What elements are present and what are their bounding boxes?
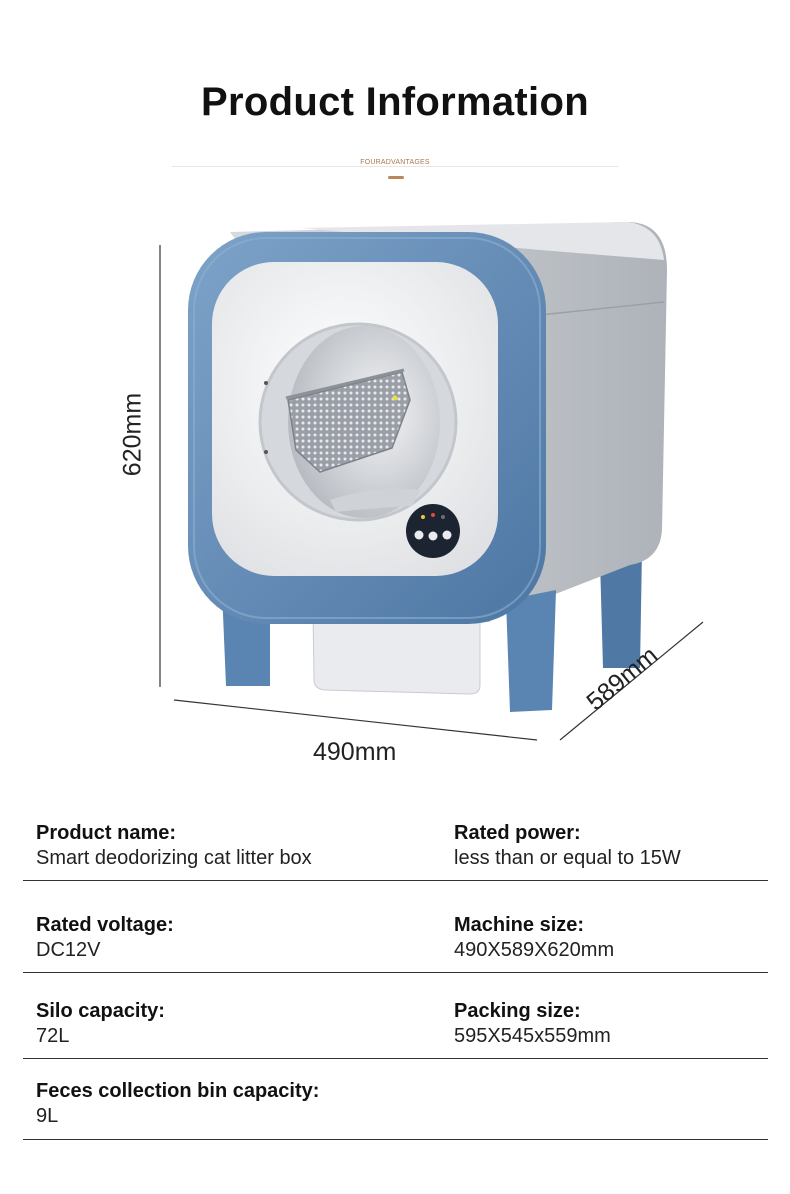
- spec-cell-product-name: Product name: Smart deodorizing cat litt…: [36, 821, 312, 871]
- control-button-2: [428, 531, 438, 541]
- waste-drawer: [312, 607, 481, 695]
- spec-value: less than or equal to 15W: [454, 847, 681, 869]
- spec-row: Feces collection bin capacity: 9L: [23, 1059, 768, 1140]
- spec-value: 72L: [36, 1025, 70, 1047]
- spec-cell-rated-voltage: Rated voltage: DC12V: [36, 913, 174, 963]
- spec-label: Rated voltage:: [36, 914, 174, 936]
- spec-cell-packing-size: Packing size: 595X545x559mm: [454, 999, 611, 1049]
- body-seam: [539, 301, 665, 316]
- control-button-1: [414, 530, 424, 540]
- spec-row: Product name: Smart deodorizing cat litt…: [23, 808, 768, 881]
- sieve-rim: [285, 368, 405, 400]
- front-leg-right: [506, 590, 556, 712]
- subtitle-dash: [388, 176, 404, 179]
- width-dimension: 490mm: [313, 738, 397, 766]
- panel-screw-top: [264, 381, 268, 385]
- subtitle-divider: [172, 166, 618, 167]
- spec-label: Silo capacity:: [36, 1000, 165, 1022]
- drum-floor: [330, 488, 420, 512]
- spec-value: 9L: [36, 1105, 59, 1127]
- product-illustration: [159, 222, 704, 741]
- panel-screw-bottom: [264, 450, 268, 454]
- spec-label: Machine size:: [454, 914, 585, 936]
- spec-cell-silo-capacity: Silo capacity: 72L: [36, 999, 165, 1049]
- spec-row: Silo capacity: 72L Packing size: 595X545…: [23, 973, 768, 1059]
- status-light: [392, 395, 398, 401]
- indicator-led-3: [441, 515, 445, 519]
- indicator-led-1: [421, 515, 425, 519]
- spec-value: DC12V: [36, 939, 101, 961]
- spec-cell-machine-size: Machine size: 490X589X620mm: [454, 913, 614, 963]
- subtitle-text: FOURADVANTAGES: [355, 159, 435, 166]
- spec-label: Rated power:: [454, 822, 581, 844]
- control-panel: [406, 504, 460, 558]
- indicator-led-2: [431, 513, 435, 517]
- height-dimension: 620mm: [118, 392, 147, 477]
- frame-highlight: [193, 237, 541, 619]
- spec-cell-rated-power: Rated power: less than or equal to 15W: [454, 821, 681, 871]
- spec-value: Smart deodorizing cat litter box: [36, 847, 312, 869]
- spec-label: Packing size:: [454, 1000, 581, 1022]
- control-panel-body: [406, 504, 460, 558]
- spec-value: 595X545x559mm: [454, 1025, 611, 1047]
- spec-row: Rated voltage: DC12V Machine size: 490X5…: [23, 881, 768, 973]
- spec-label: Feces collection bin capacity:: [36, 1080, 320, 1102]
- spec-label: Product name:: [36, 822, 177, 844]
- subtitle: FOURADVANTAGES: [0, 159, 790, 166]
- back-leg-right: [600, 550, 642, 668]
- spec-table: Product name: Smart deodorizing cat litt…: [23, 808, 768, 1140]
- control-button-3: [442, 530, 452, 540]
- spec-value: 490X589X620mm: [454, 939, 615, 961]
- dimension-lines: [159, 245, 704, 741]
- page-title: Product Information: [201, 80, 589, 124]
- spec-cell-bin-capacity: Feces collection bin capacity: 9L: [36, 1079, 319, 1129]
